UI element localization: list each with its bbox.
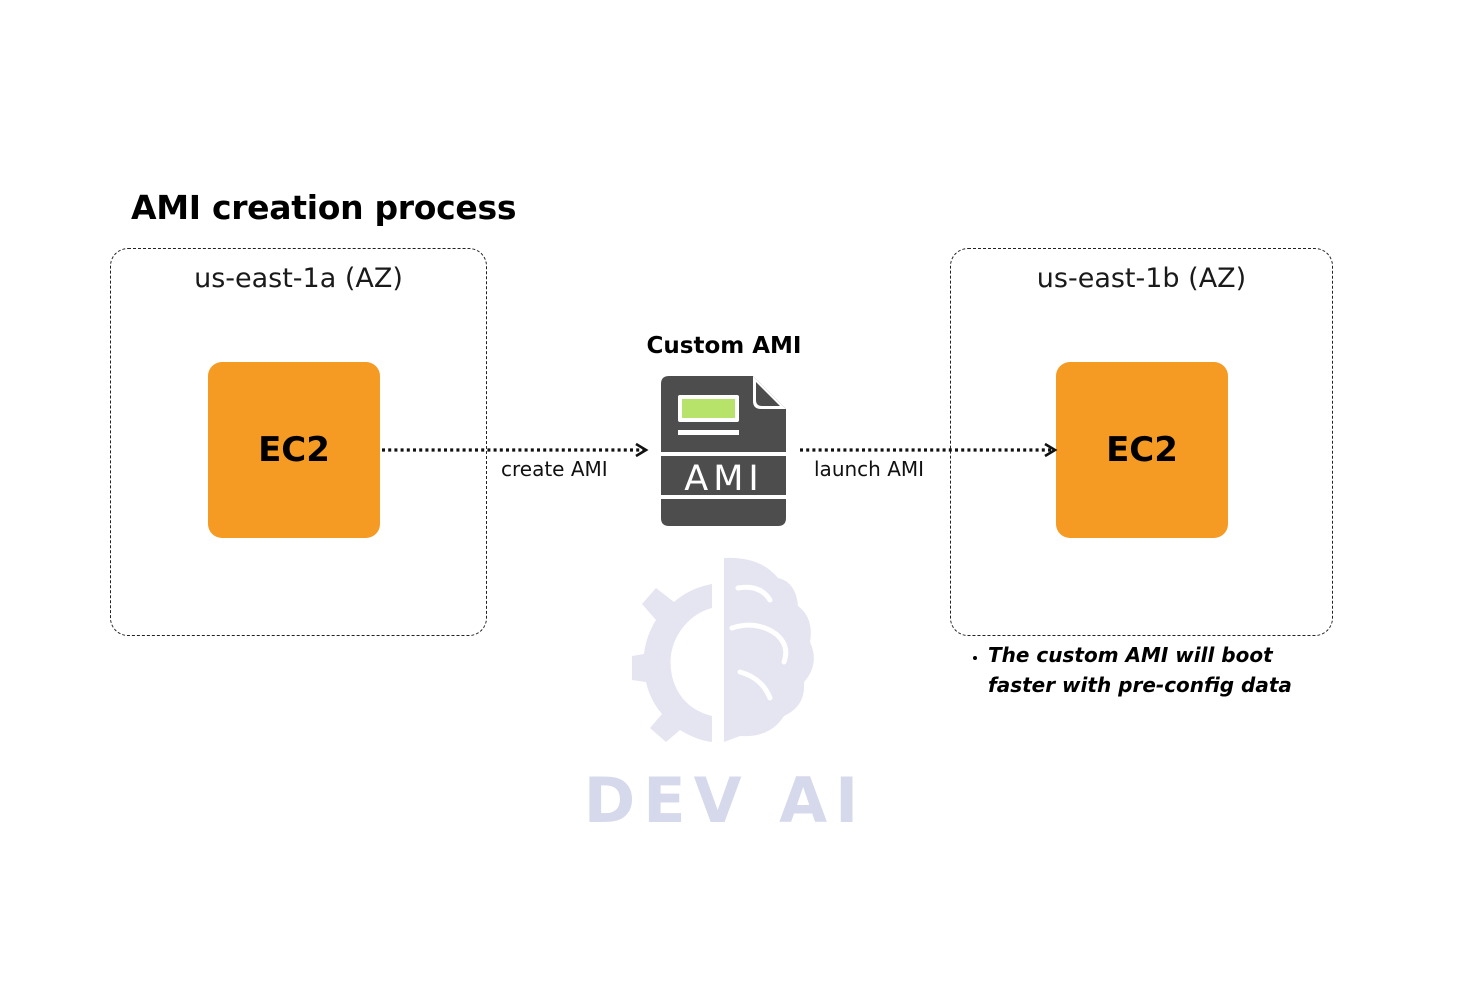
availability-zone-a: us-east-1a (AZ) xyxy=(110,248,487,636)
launch-ami-arrow xyxy=(800,442,1058,458)
create-ami-arrow xyxy=(382,442,649,458)
ec2-target-node: EC2 xyxy=(1056,362,1228,538)
boot-note-item: The custom AMI will boot faster with pre… xyxy=(988,640,1318,700)
custom-ami-title: Custom AMI xyxy=(646,333,802,359)
ami-file-icon: AMI xyxy=(661,376,786,526)
boot-note: The custom AMI will boot faster with pre… xyxy=(958,640,1318,700)
dev-ai-watermark-text: DEV AI xyxy=(583,764,867,837)
ec2-source-node: EC2 xyxy=(208,362,380,538)
dev-ai-watermark-icon xyxy=(632,557,814,742)
zone-a-label: us-east-1a (AZ) xyxy=(194,263,403,294)
launch-ami-label: launch AMI xyxy=(814,457,925,481)
diagram-title: AMI creation process xyxy=(131,188,517,227)
ami-icon-text: AMI xyxy=(684,459,763,499)
ec2-target-label: EC2 xyxy=(1106,430,1178,470)
ec2-source-label: EC2 xyxy=(258,430,330,470)
create-ami-label: create AMI xyxy=(501,457,608,481)
zone-b-label: us-east-1b (AZ) xyxy=(1036,263,1247,294)
availability-zone-b: us-east-1b (AZ) xyxy=(950,248,1333,636)
